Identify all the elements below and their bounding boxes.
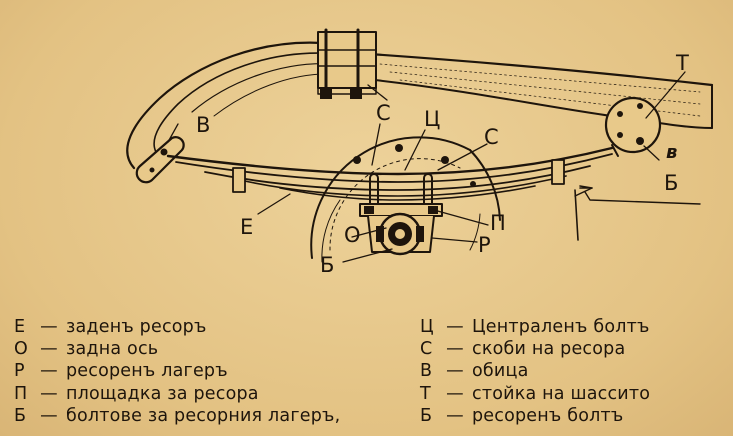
legend-key: Е: [14, 317, 26, 337]
legend-key: Р: [14, 361, 25, 382]
legend-dash: —: [40, 405, 58, 426]
legend-dash: —: [446, 339, 464, 360]
label-b-bottom: Б: [320, 253, 334, 277]
legend-item: О — задна ось: [14, 338, 340, 360]
leaf-spring-diagram: В С Ц С Т в Б Е П О Р Б: [126, 28, 714, 277]
legend-text: обица: [472, 361, 529, 382]
label-p: П: [490, 211, 506, 235]
legend-dash: —: [40, 317, 58, 337]
label-e: Е: [240, 215, 253, 239]
legend-item: Б — ресоренъ болтъ: [420, 405, 650, 427]
leaf-spring: [166, 146, 614, 201]
legend-key: Ц: [420, 317, 434, 337]
legend-dash: —: [40, 361, 58, 382]
legend-left: Е — заденъ ресоръ О — задна ось Р — ресоренъ л…: [14, 316, 340, 427]
top-clip-nuts: [320, 88, 362, 99]
right-bracket: [604, 96, 662, 157]
legend-right: Ц — Централенъ болтъ С — скоби на ресора В — о…: [420, 316, 650, 427]
label-s-right: С: [484, 125, 499, 149]
legend-key: В: [420, 361, 433, 382]
axle-bearing: [367, 212, 435, 256]
legend-item: Е — заденъ ресоръ: [14, 316, 340, 338]
legend-key: Т: [420, 383, 431, 404]
label-v-left: В: [196, 113, 210, 137]
label-ts: Ц: [424, 107, 440, 131]
rebound-clip-left: [232, 167, 246, 193]
legend-key: П: [14, 383, 28, 404]
leader-lines: [167, 71, 686, 263]
legend-text: стойка на шассито: [472, 383, 651, 404]
legend-text: ресоренъ болтъ: [472, 405, 624, 426]
left-shackle: [135, 136, 185, 184]
legend-dash: —: [446, 383, 464, 404]
u-bolts: [369, 173, 433, 211]
legend-item: Р — ресоренъ лагеръ: [14, 360, 340, 382]
legend-key: Б: [14, 405, 27, 426]
legend-text: скоби на ресора: [472, 339, 626, 360]
legend-text: Централенъ болтъ: [472, 317, 650, 337]
legend-item: Т — стойка на шассито: [420, 383, 650, 405]
legend-key: С: [420, 339, 433, 360]
legend-text: заденъ ресоръ: [66, 317, 207, 337]
legend-text: площадка за ресора: [66, 383, 259, 404]
spring-seat: [359, 203, 443, 217]
label-o: О: [344, 223, 361, 247]
label-r: Р: [478, 233, 491, 257]
legend-item: П — площадка за ресора: [14, 383, 340, 405]
label-s-top: С: [376, 101, 391, 125]
legend-key: Б: [420, 405, 433, 426]
legend-dash: —: [446, 361, 464, 382]
legend-dash: —: [40, 339, 58, 360]
legend-item: С — скоби на ресора: [420, 338, 650, 360]
rear-hanger: [574, 185, 701, 241]
legend-item: Ц — Централенъ болтъ: [420, 316, 650, 338]
drum-bolts: [353, 144, 476, 187]
legend-text: задна ось: [66, 339, 159, 360]
legend-key: О: [14, 339, 28, 360]
label-v-right: в: [666, 142, 677, 163]
legend-dash: —: [446, 405, 464, 426]
legend-dash: —: [446, 317, 464, 337]
legend-item: Б — болтове за ресорния лагеръ,: [14, 405, 340, 427]
legend-dash: —: [40, 383, 58, 404]
legend-text: болтове за ресорния лагеръ,: [66, 405, 341, 426]
top-clip: [317, 28, 377, 95]
legend-item: В — обица: [420, 360, 650, 382]
label-t: Т: [675, 51, 689, 75]
legend-text: ресоренъ лагеръ: [66, 361, 228, 382]
label-b-right: Б: [664, 171, 678, 195]
rebound-clip-right: [551, 159, 565, 185]
